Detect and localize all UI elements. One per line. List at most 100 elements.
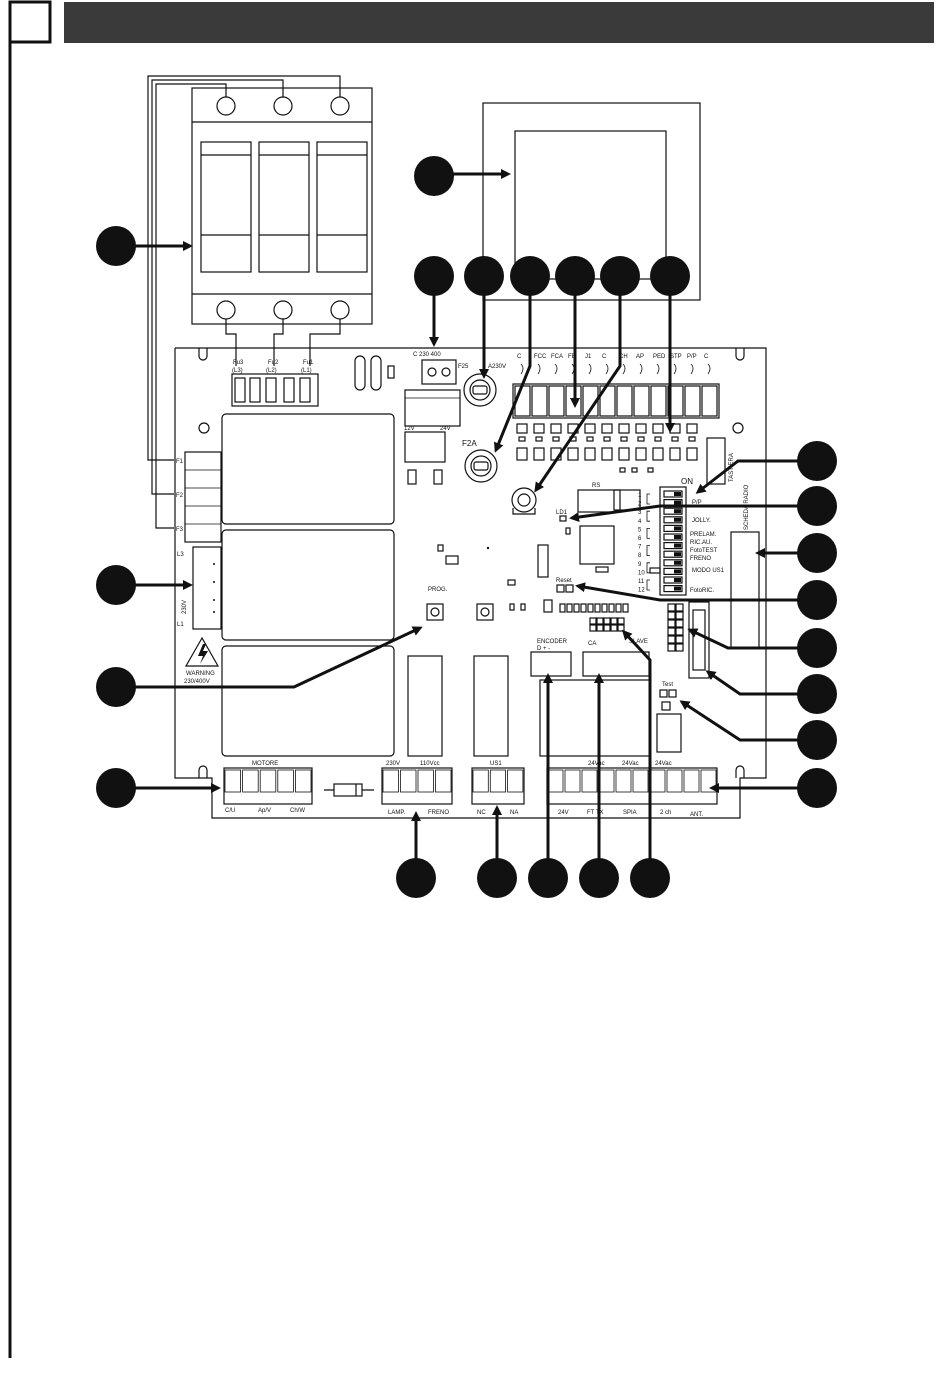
contactor-block	[191, 87, 373, 325]
fuse-holders: F25 A230V F2A	[458, 364, 506, 483]
terminal-resistor	[584, 447, 596, 461]
a230v-label: A230V	[488, 364, 506, 370]
ld1-label: LD1	[556, 510, 568, 516]
dip-switch-lever	[674, 500, 681, 505]
callout-marker	[579, 858, 619, 898]
callout-marker	[396, 858, 436, 898]
config-jumper-pin	[675, 619, 684, 628]
top-terminal-label: FCC	[534, 354, 547, 360]
warning-voltage-label: 230/400V	[184, 679, 210, 685]
ft-tx-label: FT TX	[587, 810, 603, 816]
bottom-terminal-cell	[564, 769, 581, 793]
bottom-terminal-cell	[382, 769, 399, 793]
bottom-terminal-cell	[581, 769, 598, 793]
dip-switch	[663, 507, 683, 515]
terminal-led	[637, 436, 645, 442]
encoder-pins-label: D + -	[537, 646, 550, 652]
slave-jumper-pin	[596, 617, 604, 625]
top-terminal-cell	[616, 385, 633, 417]
callout-marker	[414, 156, 454, 196]
callout-marker	[96, 565, 136, 605]
top-terminal-cell	[667, 385, 684, 417]
f3-label: F3	[176, 527, 184, 533]
dip-number-label: 11	[638, 579, 645, 585]
top-terminal-label: C	[602, 354, 607, 360]
callout-arrows	[134, 169, 799, 860]
dip-pp-label: P/P	[692, 500, 702, 506]
terminal-resistor	[669, 447, 681, 461]
dip-switch	[663, 533, 683, 541]
lower-relays	[407, 655, 651, 757]
fu1-sub-label: (L1)	[301, 368, 312, 374]
12v-label: 12V	[404, 426, 415, 432]
dip-switch-lever	[674, 509, 681, 514]
smd-pad	[587, 603, 594, 613]
config-jumper-pin	[675, 643, 684, 652]
spia-label: SPIA	[623, 810, 637, 816]
dip-fotoric-label: FotoRIC.	[690, 588, 714, 594]
rs-component: RS	[577, 483, 621, 565]
bottom-terminal-cell	[277, 769, 294, 793]
bottom-terminal-cell	[700, 769, 717, 793]
bottom-terminal-cell	[666, 769, 683, 793]
motore-label: MOTORE	[252, 761, 278, 767]
callout-marker	[477, 858, 517, 898]
terminal-led	[518, 436, 526, 442]
f2-label: F2	[176, 493, 184, 499]
fuse-terminal-block: Fu3 (L3) Fu2 (L2) Fu1 (L1)	[231, 360, 319, 407]
smd-pad	[566, 603, 573, 613]
fu2-sub-label: (L2)	[266, 368, 277, 374]
bottom-terminal-cell	[435, 769, 452, 793]
terminal-screw-mark	[690, 363, 694, 375]
terminal-led-pad	[618, 423, 630, 434]
terminal-led-pad	[686, 423, 698, 434]
dip-switch-lever	[674, 526, 681, 531]
dip-bracket	[646, 562, 650, 574]
config-jumper-pin	[667, 643, 676, 652]
top-terminal-label: C	[704, 354, 709, 360]
top-terminal-label: C	[517, 354, 522, 360]
terminal-resistor	[567, 447, 579, 461]
warning-label: WARNING	[186, 671, 215, 677]
dip-switch	[663, 516, 683, 524]
24vac-label-1: 24Vac	[588, 761, 605, 767]
l1-label: L1	[177, 622, 184, 628]
lamp-label: LAMP.	[388, 810, 406, 816]
test-jumper: Test	[656, 682, 682, 753]
top-terminal-label: J1	[585, 354, 592, 360]
2ch-label: 2 ch	[660, 810, 671, 816]
bottom-terminal-cell	[507, 769, 524, 793]
110vcc-label: 110Vcc	[420, 761, 440, 767]
na-label: NA	[510, 810, 518, 816]
dip-switch	[663, 490, 683, 498]
callout-marker	[528, 858, 568, 898]
dip-switch-lever	[674, 560, 681, 565]
capacitors-top	[354, 355, 395, 391]
dip-on-label: ON	[681, 477, 693, 486]
dip-switch-lever	[674, 586, 681, 591]
dip-number-label: 8	[638, 553, 642, 559]
dip-switch	[663, 541, 683, 550]
terminal-screw-mark	[537, 363, 541, 375]
ca-label: CA	[588, 641, 596, 647]
dip-switch-lever	[674, 552, 681, 557]
bottom-terminal-cell	[400, 769, 417, 793]
f1-label: F1	[176, 459, 184, 465]
f2a-label: F2A	[462, 439, 477, 448]
terminal-led-pad	[584, 423, 596, 434]
config-jumper-pin	[675, 635, 684, 644]
terminal-led-pad	[601, 423, 613, 434]
bottom-terminal-cell	[615, 769, 632, 793]
callout-marker	[797, 768, 837, 808]
config-jumper-pin	[675, 611, 684, 620]
fu1-label: Fu1	[303, 360, 314, 366]
bottom-terminal-cell	[649, 769, 666, 793]
terminal-led-pad	[516, 423, 528, 434]
fu2-label: Fu2	[268, 360, 279, 366]
24vac-label-3: 24Vac	[655, 761, 672, 767]
bottom-terminal-cell	[242, 769, 259, 793]
230v-vertical-label: 230V	[182, 600, 188, 614]
bottom-terminal-strip: MOTORE C/U Ap/V Ch/W 230V 110Vcc LAMP. F…	[223, 761, 718, 818]
